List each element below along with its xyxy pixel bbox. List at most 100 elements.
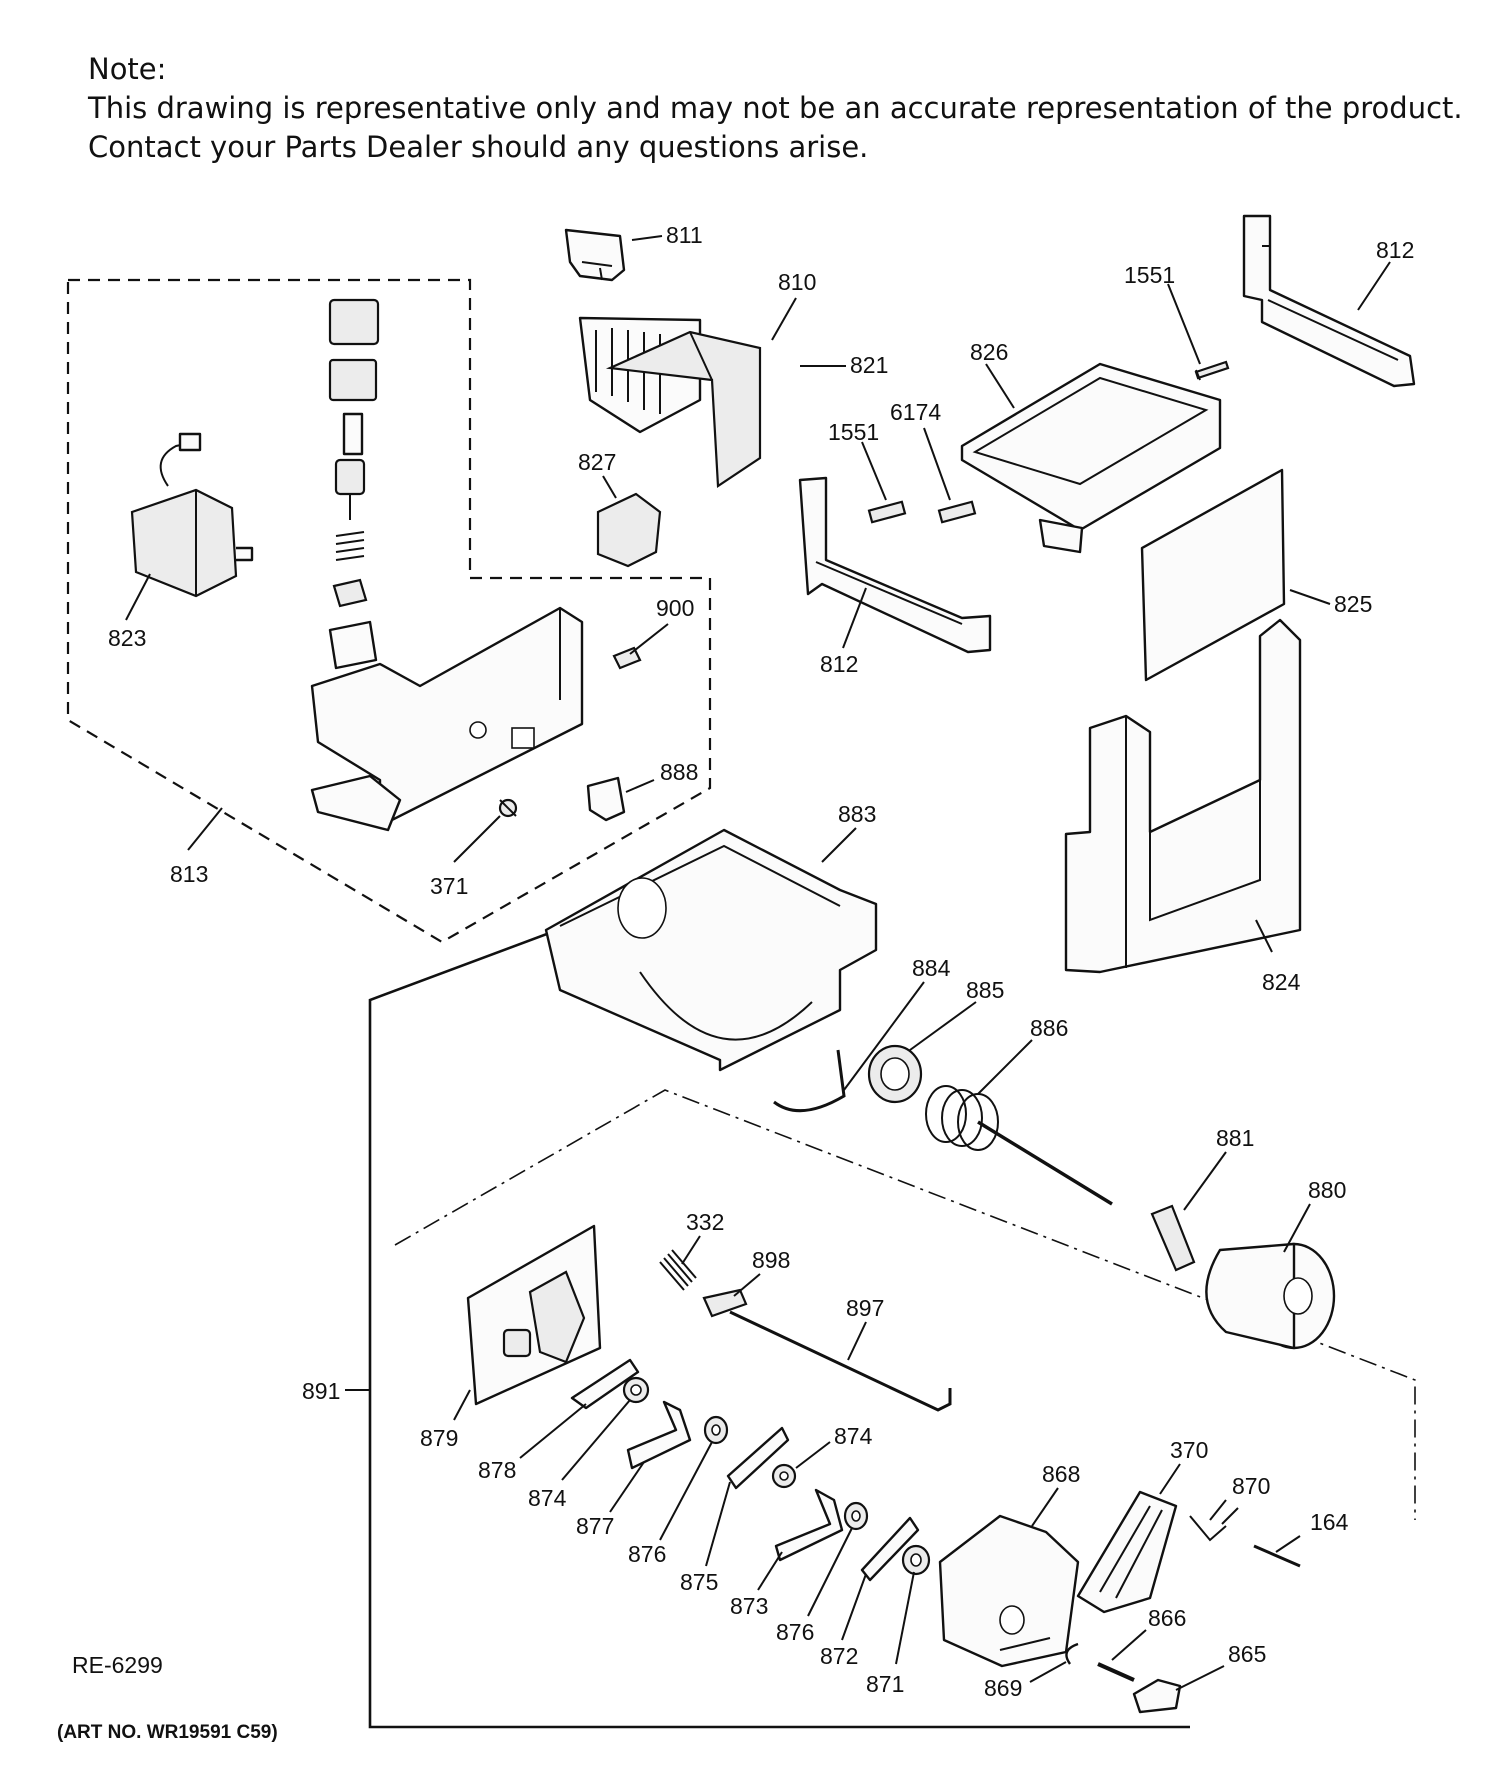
label-1551-top: 1551 — [1124, 262, 1175, 288]
label-869: 869 — [984, 1675, 1022, 1701]
part-886-auger-spring — [925, 1085, 1113, 1206]
label-812-mid: 812 — [820, 651, 858, 677]
label-876-right: 876 — [776, 1619, 814, 1645]
part-1551-screw-mid — [867, 500, 907, 524]
part-876-washer-right — [843, 1501, 869, 1531]
label-825: 825 — [1334, 591, 1372, 617]
part-6174-screw — [937, 500, 977, 524]
part-868-housing — [938, 1514, 1080, 1668]
part-876-washer-left — [703, 1415, 729, 1445]
part-883-bucket — [544, 828, 878, 1072]
leader-888 — [625, 779, 655, 793]
leader-827 — [602, 475, 617, 499]
label-891: 891 — [302, 1378, 340, 1404]
part-898-lever — [702, 1288, 748, 1318]
part-869-clip — [1065, 1642, 1079, 1665]
reference-code: RE-6299 — [72, 1652, 163, 1678]
part-164-pin — [1253, 1544, 1301, 1568]
leader-811 — [631, 235, 663, 241]
part-874-washer-left — [622, 1376, 650, 1404]
leader-823 — [125, 573, 151, 621]
part-870-spring — [1189, 1507, 1239, 1542]
part-880-drum — [1205, 1242, 1336, 1350]
part-872-cam — [860, 1516, 920, 1582]
leader-812-top — [1357, 261, 1391, 311]
part-811-bracket — [564, 228, 626, 282]
leader-1551-mid — [861, 441, 887, 501]
leader-897 — [847, 1321, 867, 1361]
label-898: 898 — [752, 1247, 790, 1273]
part-827-cover — [596, 492, 662, 568]
part-884-wire — [773, 1049, 846, 1113]
label-877: 877 — [576, 1513, 614, 1539]
label-884: 884 — [912, 955, 951, 981]
label-874-left: 874 — [528, 1485, 567, 1511]
label-875: 875 — [680, 1569, 718, 1595]
label-6174: 6174 — [890, 399, 941, 425]
label-1551-mid: 1551 — [828, 419, 879, 445]
leader-873 — [757, 1551, 783, 1591]
leader-886 — [977, 1039, 1033, 1095]
part-370-chute — [1076, 1490, 1178, 1614]
leader-164 — [1275, 1535, 1301, 1553]
part-881-pad — [1150, 1204, 1196, 1272]
leader-898 — [733, 1273, 761, 1297]
part-878-cam — [570, 1358, 640, 1410]
label-880: 880 — [1308, 1177, 1346, 1203]
note-line-2: Contact your Parts Dealer should any que… — [88, 130, 869, 164]
leader-880 — [1283, 1203, 1311, 1253]
leader-1551-top — [1167, 283, 1201, 365]
leader-884 — [843, 981, 925, 1091]
label-878: 878 — [478, 1457, 516, 1483]
part-371-screw — [498, 798, 518, 818]
label-826: 826 — [970, 339, 1008, 365]
leader-874-right — [795, 1441, 831, 1469]
label-827: 827 — [578, 449, 616, 475]
leader-870 — [1209, 1499, 1227, 1521]
leader-813 — [187, 807, 223, 851]
leader-885 — [909, 1001, 977, 1051]
leader-879 — [453, 1389, 471, 1421]
label-870: 870 — [1232, 1473, 1270, 1499]
part-826-frame — [960, 362, 1222, 554]
label-821: 821 — [850, 352, 888, 378]
part-888-clip — [586, 776, 626, 822]
disclaimer-note: Note: This drawing is representative onl… — [88, 50, 1463, 167]
part-labels: 811 810 821 1551 812 826 1551 6174 827 8… — [108, 222, 1414, 1701]
leader-lines — [125, 235, 1391, 1691]
label-873: 873 — [730, 1593, 768, 1619]
leader-876-left — [659, 1441, 713, 1541]
leader-812-mid — [842, 587, 867, 649]
part-810-icemaker — [578, 316, 762, 488]
part-813-valve-stack — [328, 298, 380, 670]
part-875-cam — [726, 1426, 790, 1490]
label-370: 370 — [1170, 1437, 1208, 1463]
leader-370 — [1159, 1463, 1181, 1495]
part-813-mounting-plate — [310, 606, 584, 832]
leader-875 — [705, 1481, 731, 1567]
leader-865 — [1175, 1665, 1225, 1691]
art-number: (ART NO. WR19591 C59) — [57, 1722, 278, 1743]
label-885: 885 — [966, 977, 1004, 1003]
part-823-motor — [130, 432, 254, 598]
label-810: 810 — [778, 269, 816, 295]
part-885-bearing — [867, 1044, 923, 1104]
leader-332 — [681, 1235, 701, 1265]
label-823: 823 — [108, 625, 146, 651]
label-888: 888 — [660, 759, 698, 785]
label-874-right: 874 — [834, 1423, 873, 1449]
leader-872 — [841, 1573, 867, 1641]
leader-881 — [1183, 1151, 1227, 1211]
part-332-spring — [659, 1249, 697, 1291]
leader-883 — [821, 827, 857, 863]
part-871-bushing — [901, 1544, 931, 1576]
leader-878 — [519, 1403, 587, 1459]
leader-900 — [629, 623, 669, 655]
leader-810 — [771, 297, 797, 341]
leader-6174 — [923, 427, 951, 501]
label-811: 811 — [666, 222, 703, 248]
label-871: 871 — [866, 1671, 904, 1697]
note-heading: Note: — [88, 52, 167, 86]
label-812-top: 812 — [1376, 237, 1414, 263]
label-883: 883 — [838, 801, 876, 827]
